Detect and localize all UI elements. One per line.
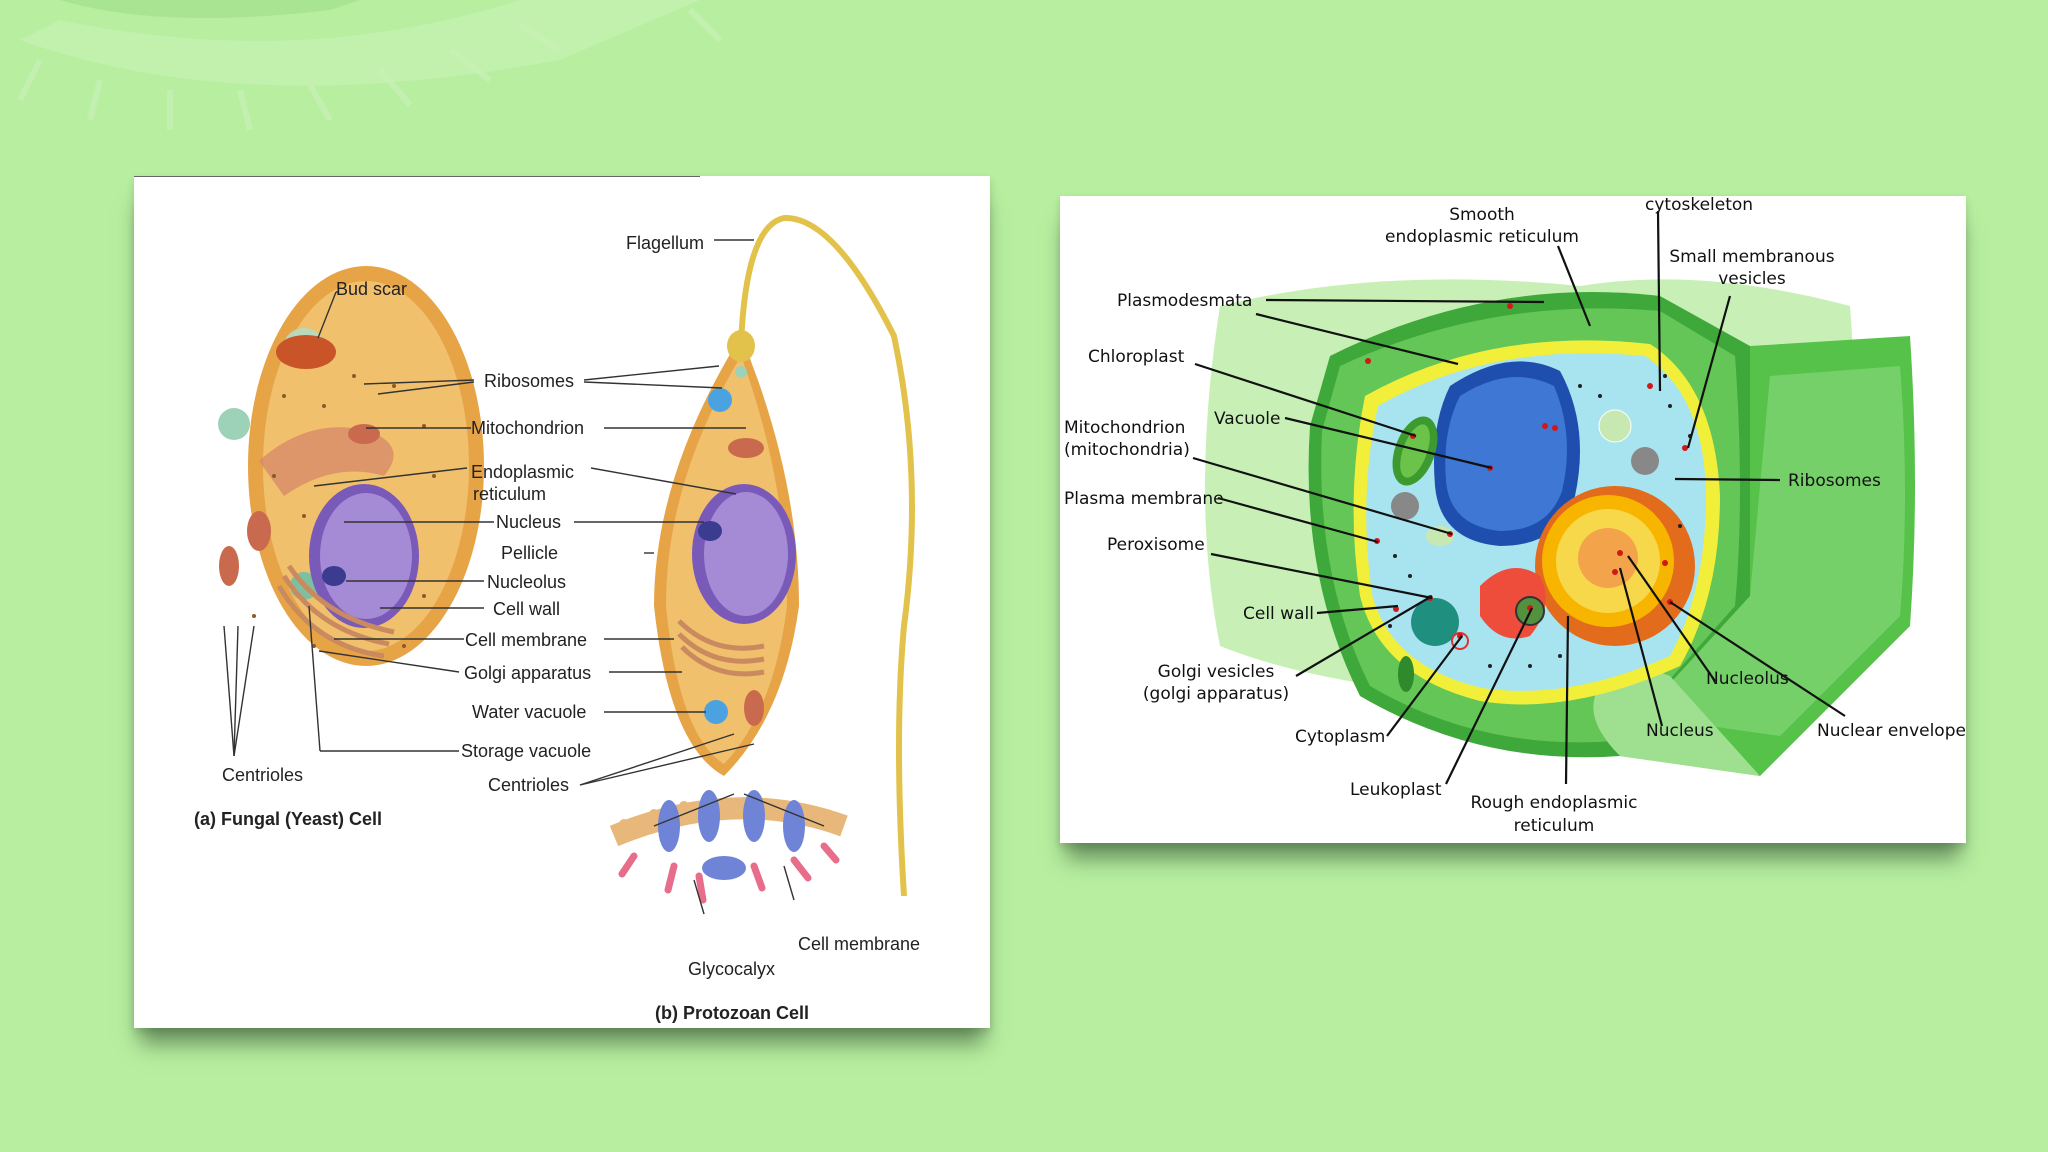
label-nuclear-envelope: Nuclear envelope — [1817, 721, 1966, 741]
flagellum-shape — [738, 214, 915, 897]
plant-cell-diagram: cytoskeleton Smooth endoplasmic reticulu… — [1064, 196, 1966, 836]
label-golgi-apparatus: Golgi apparatus — [464, 663, 591, 683]
label-golgi-1: Golgi vesicles — [1158, 662, 1275, 682]
label-ribosomes: Ribosomes — [484, 371, 574, 391]
caption-fungal-cell: (a) Fungal (Yeast) Cell — [194, 809, 382, 829]
label-mitochondrion-2: (mitochondria) — [1064, 440, 1190, 460]
membrane-detail — [609, 790, 848, 904]
label-golgi-2: (golgi apparatus) — [1143, 684, 1289, 704]
label-small-vesicles-1: Small membranous — [1669, 247, 1834, 267]
label-nucleolus-plant: Nucleolus — [1706, 669, 1789, 689]
label-vacuole: Vacuole — [1214, 409, 1280, 429]
background-decoration — [17, 0, 723, 131]
label-cytoskeleton: cytoskeleton — [1645, 196, 1753, 215]
yeast-cell — [218, 266, 484, 666]
label-storage-vacuole: Storage vacuole — [461, 741, 591, 761]
label-small-vesicles-2: vesicles — [1718, 269, 1786, 289]
bud-scar-shape — [276, 335, 336, 369]
label-pellicle: Pellicle — [501, 543, 558, 563]
fungal-protozoan-diagram: Bud scar Flagellum Ribosomes Mitochondri… — [134, 176, 920, 1023]
label-centrioles-protozoan: Centrioles — [488, 775, 569, 795]
label-cell-membrane-detail: Cell membrane — [798, 934, 920, 954]
label-reticulum: reticulum — [473, 484, 546, 504]
label-cell-wall: Cell wall — [493, 599, 560, 619]
label-nucleus-plant: Nucleus — [1646, 721, 1714, 741]
label-nucleolus: Nucleolus — [487, 572, 566, 592]
label-ribosomes-plant: Ribosomes — [1788, 471, 1881, 491]
nucleolus-shape — [1578, 528, 1638, 588]
label-peroxisome: Peroxisome — [1107, 535, 1205, 555]
label-nucleus: Nucleus — [496, 512, 561, 532]
fungal-protozoan-diagram-panel: Bud scar Flagellum Ribosomes Mitochondri… — [134, 176, 990, 1028]
label-rough-er-1: Rough endoplasmic — [1470, 793, 1637, 813]
plant-cell-diagram-panel: cytoskeleton Smooth endoplasmic reticulu… — [1060, 196, 1966, 843]
caption-protozoan-cell: (b) Protozoan Cell — [655, 1003, 809, 1023]
label-rough-er-2: reticulum — [1514, 816, 1595, 836]
label-cell-wall-plant: Cell wall — [1243, 604, 1314, 624]
label-smooth-er-2: endoplasmic reticulum — [1385, 227, 1579, 247]
label-water-vacuole: Water vacuole — [472, 702, 586, 722]
label-cytoplasm: Cytoplasm — [1295, 727, 1385, 747]
label-chloroplast: Chloroplast — [1088, 347, 1185, 367]
label-centrioles-fungal: Centrioles — [222, 765, 303, 785]
label-endoplasmic: Endoplasmic — [471, 462, 574, 482]
label-plasmodesmata: Plasmodesmata — [1117, 291, 1252, 311]
label-plasma-membrane: Plasma membrane — [1064, 489, 1224, 509]
label-glycocalyx: Glycocalyx — [688, 959, 775, 979]
label-mitochondrion-1: Mitochondrion — [1064, 418, 1185, 438]
protozoan-cell — [609, 214, 915, 904]
label-cell-membrane: Cell membrane — [465, 630, 587, 650]
label-mitochondrion: Mitochondrion — [471, 418, 584, 438]
label-smooth-er-1: Smooth — [1449, 205, 1515, 225]
label-flagellum: Flagellum — [626, 233, 704, 253]
label-leukoplast: Leukoplast — [1350, 780, 1442, 800]
label-bud-scar: Bud scar — [336, 279, 407, 299]
